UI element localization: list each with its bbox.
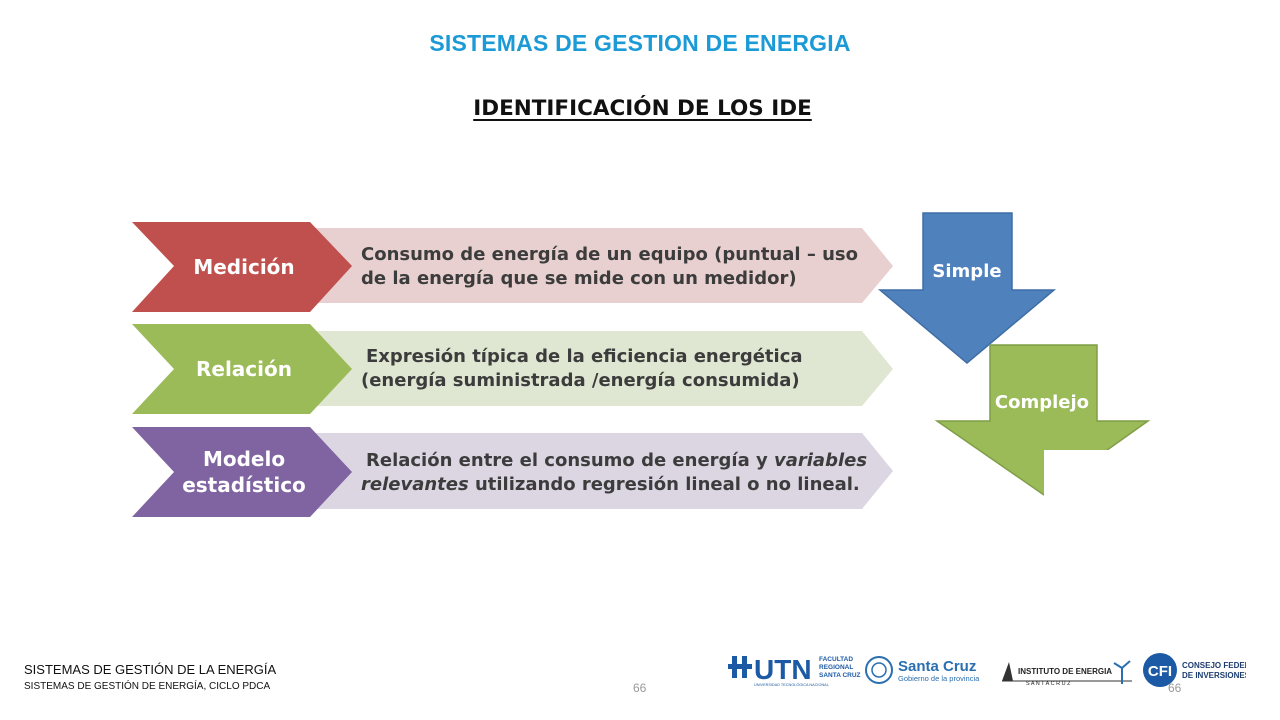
row-relacion: Relación Expresión típica de la eficienc… (132, 324, 893, 414)
footer-line1: SISTEMAS DE GESTIÓN DE LA ENERGÍA (24, 662, 277, 677)
santa-cruz-seal-icon (865, 656, 893, 684)
utn-emblem-icon (728, 656, 752, 678)
santa-cruz-name: Santa Cruz (898, 658, 976, 675)
ide-diagram: Medición Consumo de energía de un equipo… (132, 212, 1154, 517)
instituto-name: INSTITUTO DE ENERGIA (1018, 667, 1112, 676)
desc-modelo-line1: Relación entre el consumo de energía y v… (366, 450, 867, 471)
chevron-relacion (132, 324, 352, 414)
band-medicion (308, 228, 893, 303)
desc-relacion-line2: (energía suministrada /energía consumida… (361, 370, 800, 391)
desc-relacion-line1: Expresión típica de la eficiencia energé… (366, 346, 803, 367)
logo-strip: UTN FACULTAD REGIONAL SANTA CRUZ UNIVERS… (728, 653, 1246, 687)
desc-medicion-line2: de la energía que se mide con un medidor… (361, 268, 797, 289)
utn-sub-1: FACULTAD (819, 656, 853, 663)
utn-tagline: UNIVERSIDAD TECNOLÓGICA NACIONAL (754, 682, 829, 687)
santa-cruz-sub: Gobierno de la provincia (898, 674, 980, 683)
header-title: SISTEMAS DE GESTION DE ENERGIA (429, 30, 851, 56)
chevron-modelo (132, 427, 352, 517)
label-medicion: Medición (193, 255, 294, 279)
desc-modelo-line1-b: variables (774, 450, 867, 471)
desc-modelo-line1-a: Relación entre el consumo de energía y (366, 450, 774, 471)
santa-cruz-logo: Santa Cruz Gobierno de la provincia (865, 656, 980, 684)
desc-modelo-line2-b: utilizando regresión lineal o no lineal. (469, 474, 860, 495)
cfi-logo: CFI CONSEJO FEDERAL DE INVERSIONES (1143, 653, 1246, 687)
oil-rig-icon (1002, 662, 1013, 681)
cfi-sub-1: CONSEJO FEDERAL (1182, 661, 1246, 670)
arrow-complejo-gap (1044, 450, 1154, 500)
slide-subtitle: IDENTIFICACIÓN DE LOS IDE (473, 96, 812, 121)
desc-medicion-line1: Consumo de energía de un equipo (puntual… (361, 244, 858, 265)
desc-modelo-line2-a: relevantes (361, 474, 469, 495)
chevron-medicion (132, 222, 352, 312)
cfi-sub-2: DE INVERSIONES (1182, 671, 1246, 680)
arrow-complejo: Complejo (934, 344, 1154, 500)
arrow-complejo-label: Complejo (995, 392, 1089, 413)
cfi-wordmark: CFI (1148, 663, 1172, 680)
arrow-simple-label: Simple (932, 261, 1001, 282)
wind-turbine-icon (1113, 660, 1131, 684)
page-number: 66 (633, 681, 647, 695)
arrow-simple-shape (877, 212, 1057, 364)
row-modelo: Modelo estadístico Relación entre el con… (132, 427, 893, 517)
utn-logo: UTN FACULTAD REGIONAL SANTA CRUZ UNIVERS… (728, 654, 861, 687)
desc-modelo-line2: relevantes utilizando regresión lineal o… (361, 474, 860, 495)
utn-sub-3: SANTA CRUZ (819, 672, 861, 679)
label-modelo-line1: Modelo (203, 447, 285, 471)
row-medicion: Medición Consumo de energía de un equipo… (132, 222, 893, 312)
utn-sub-2: REGIONAL (819, 664, 853, 671)
cfi-emblem-icon (1143, 653, 1177, 687)
arrow-simple: Simple (877, 212, 1057, 364)
label-modelo-line2: estadístico (182, 473, 306, 497)
instituto-energia-logo: INSTITUTO DE ENERGIA S A N T A C R U Z (1002, 660, 1132, 687)
band-relacion (308, 331, 893, 406)
page-number-right: 66 (1168, 681, 1182, 695)
footer-line2: SISTEMAS DE GESTIÓN DE ENERGÍA, CICLO PD… (24, 681, 271, 692)
label-relacion: Relación (196, 357, 292, 381)
instituto-sub: S A N T A C R U Z (1026, 681, 1071, 687)
utn-wordmark: UTN (754, 654, 812, 685)
band-modelo (308, 433, 893, 509)
